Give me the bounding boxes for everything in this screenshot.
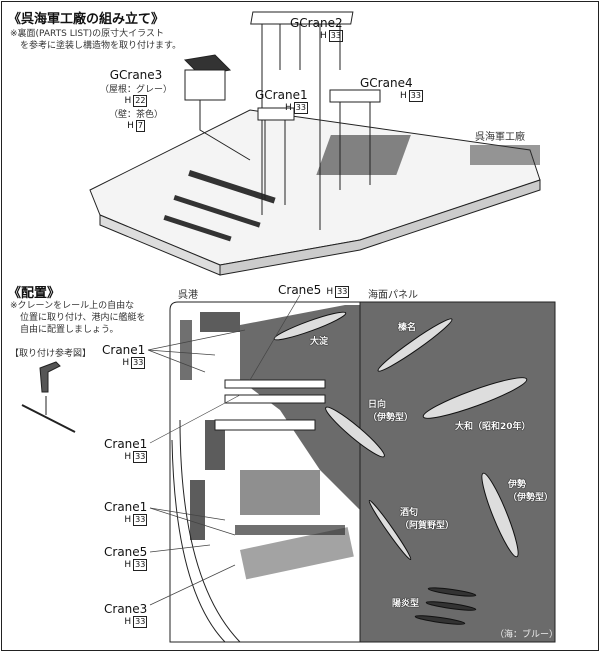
ship-sakawa: 酒匂 （阿賀野型）: [400, 505, 454, 531]
assembly-note-2: を参考に塗装し構造物を取り付けます。: [20, 41, 182, 51]
ship-class: （伊勢型）: [368, 413, 414, 423]
roof-color: （屋根：グレー）: [100, 85, 173, 95]
ship-oyodo: 大淀: [310, 337, 329, 347]
placement-note-2: 位置に取り付け、港内に艦艇を: [20, 313, 146, 323]
part-name: Crane5: [278, 283, 322, 297]
reference-figure-label: 【取り付け参考図】: [10, 349, 92, 359]
part-number: 33: [133, 616, 148, 628]
part-letter: H: [122, 358, 130, 368]
part-number: 33: [328, 30, 343, 42]
part-number: 33: [408, 90, 423, 102]
ship-class: （伊勢型）: [508, 493, 554, 503]
part-name: GCrane4: [360, 76, 413, 90]
placement-note-3: 自由に配置しましょう。: [20, 325, 119, 335]
ship-name: 酒匂: [400, 508, 419, 518]
part-letter: H: [124, 560, 132, 570]
assembly-title: 《呉海軍工廠の組み立て》: [8, 12, 165, 27]
ships: [273, 311, 528, 625]
ship-class: （阿賀野型）: [400, 521, 455, 531]
harbor-panel: [169, 301, 361, 643]
ship-hyuga: 日向 （伊勢型）: [368, 397, 413, 423]
part-letter: H: [326, 287, 334, 297]
assembly-note-1: ※裏面(PARTS LIST)の原寸大イラスト: [10, 29, 164, 39]
part-letter: H: [124, 452, 132, 462]
part-name: Crane3: [104, 602, 148, 616]
part-number: 33: [293, 102, 308, 114]
harbor-label: 呉港: [178, 290, 198, 301]
part-letter: H: [127, 121, 134, 131]
part-letter: H: [320, 31, 327, 41]
part-letter: H: [400, 91, 407, 101]
kure-arsenal-base-diagram: [89, 11, 541, 276]
ship-name: 日向: [368, 400, 387, 410]
part-name: Crane1: [104, 437, 148, 451]
part-number: 33: [133, 451, 148, 463]
part-number: 22: [133, 95, 148, 107]
part-letter: H: [124, 96, 132, 106]
part-name: Crane5: [104, 545, 148, 559]
arsenal-base-label: 呉海軍工廠: [475, 132, 525, 143]
part-number: 33: [335, 286, 350, 298]
part-letter: H: [124, 515, 132, 525]
part-letter: H: [124, 617, 132, 627]
part-name: Crane1: [104, 500, 148, 514]
part-letter: H: [285, 103, 292, 113]
part-number: 33: [131, 357, 146, 369]
ship-kagero: 陽炎型: [392, 599, 420, 609]
ship-ise: 伊勢 （伊勢型）: [508, 477, 553, 503]
sea-color-note: （海：ブルー）: [495, 630, 559, 640]
part-name: Crane1: [102, 343, 146, 357]
ship-haruna: 榛名: [398, 323, 417, 333]
placement-note-1: ※クレーンをレール上の自由な: [10, 301, 135, 311]
sea-panel-label: 海面パネル: [368, 290, 418, 301]
mounting-reference-figure: [21, 361, 76, 433]
ship-name: 伊勢: [508, 480, 527, 490]
ship-yamato: 大和（昭和20年）: [455, 422, 531, 432]
part-number: 33: [133, 559, 148, 571]
leader-lines: [147, 294, 301, 606]
part-name: GCrane2: [290, 16, 343, 30]
part-name: GCrane3: [109, 68, 163, 82]
wall-color: （壁：茶色）: [109, 110, 164, 120]
part-name: GCrane1: [255, 88, 308, 102]
placement-title: 《配置》: [8, 286, 61, 301]
part-number: 33: [133, 514, 148, 526]
part-number: 7: [135, 120, 145, 132]
